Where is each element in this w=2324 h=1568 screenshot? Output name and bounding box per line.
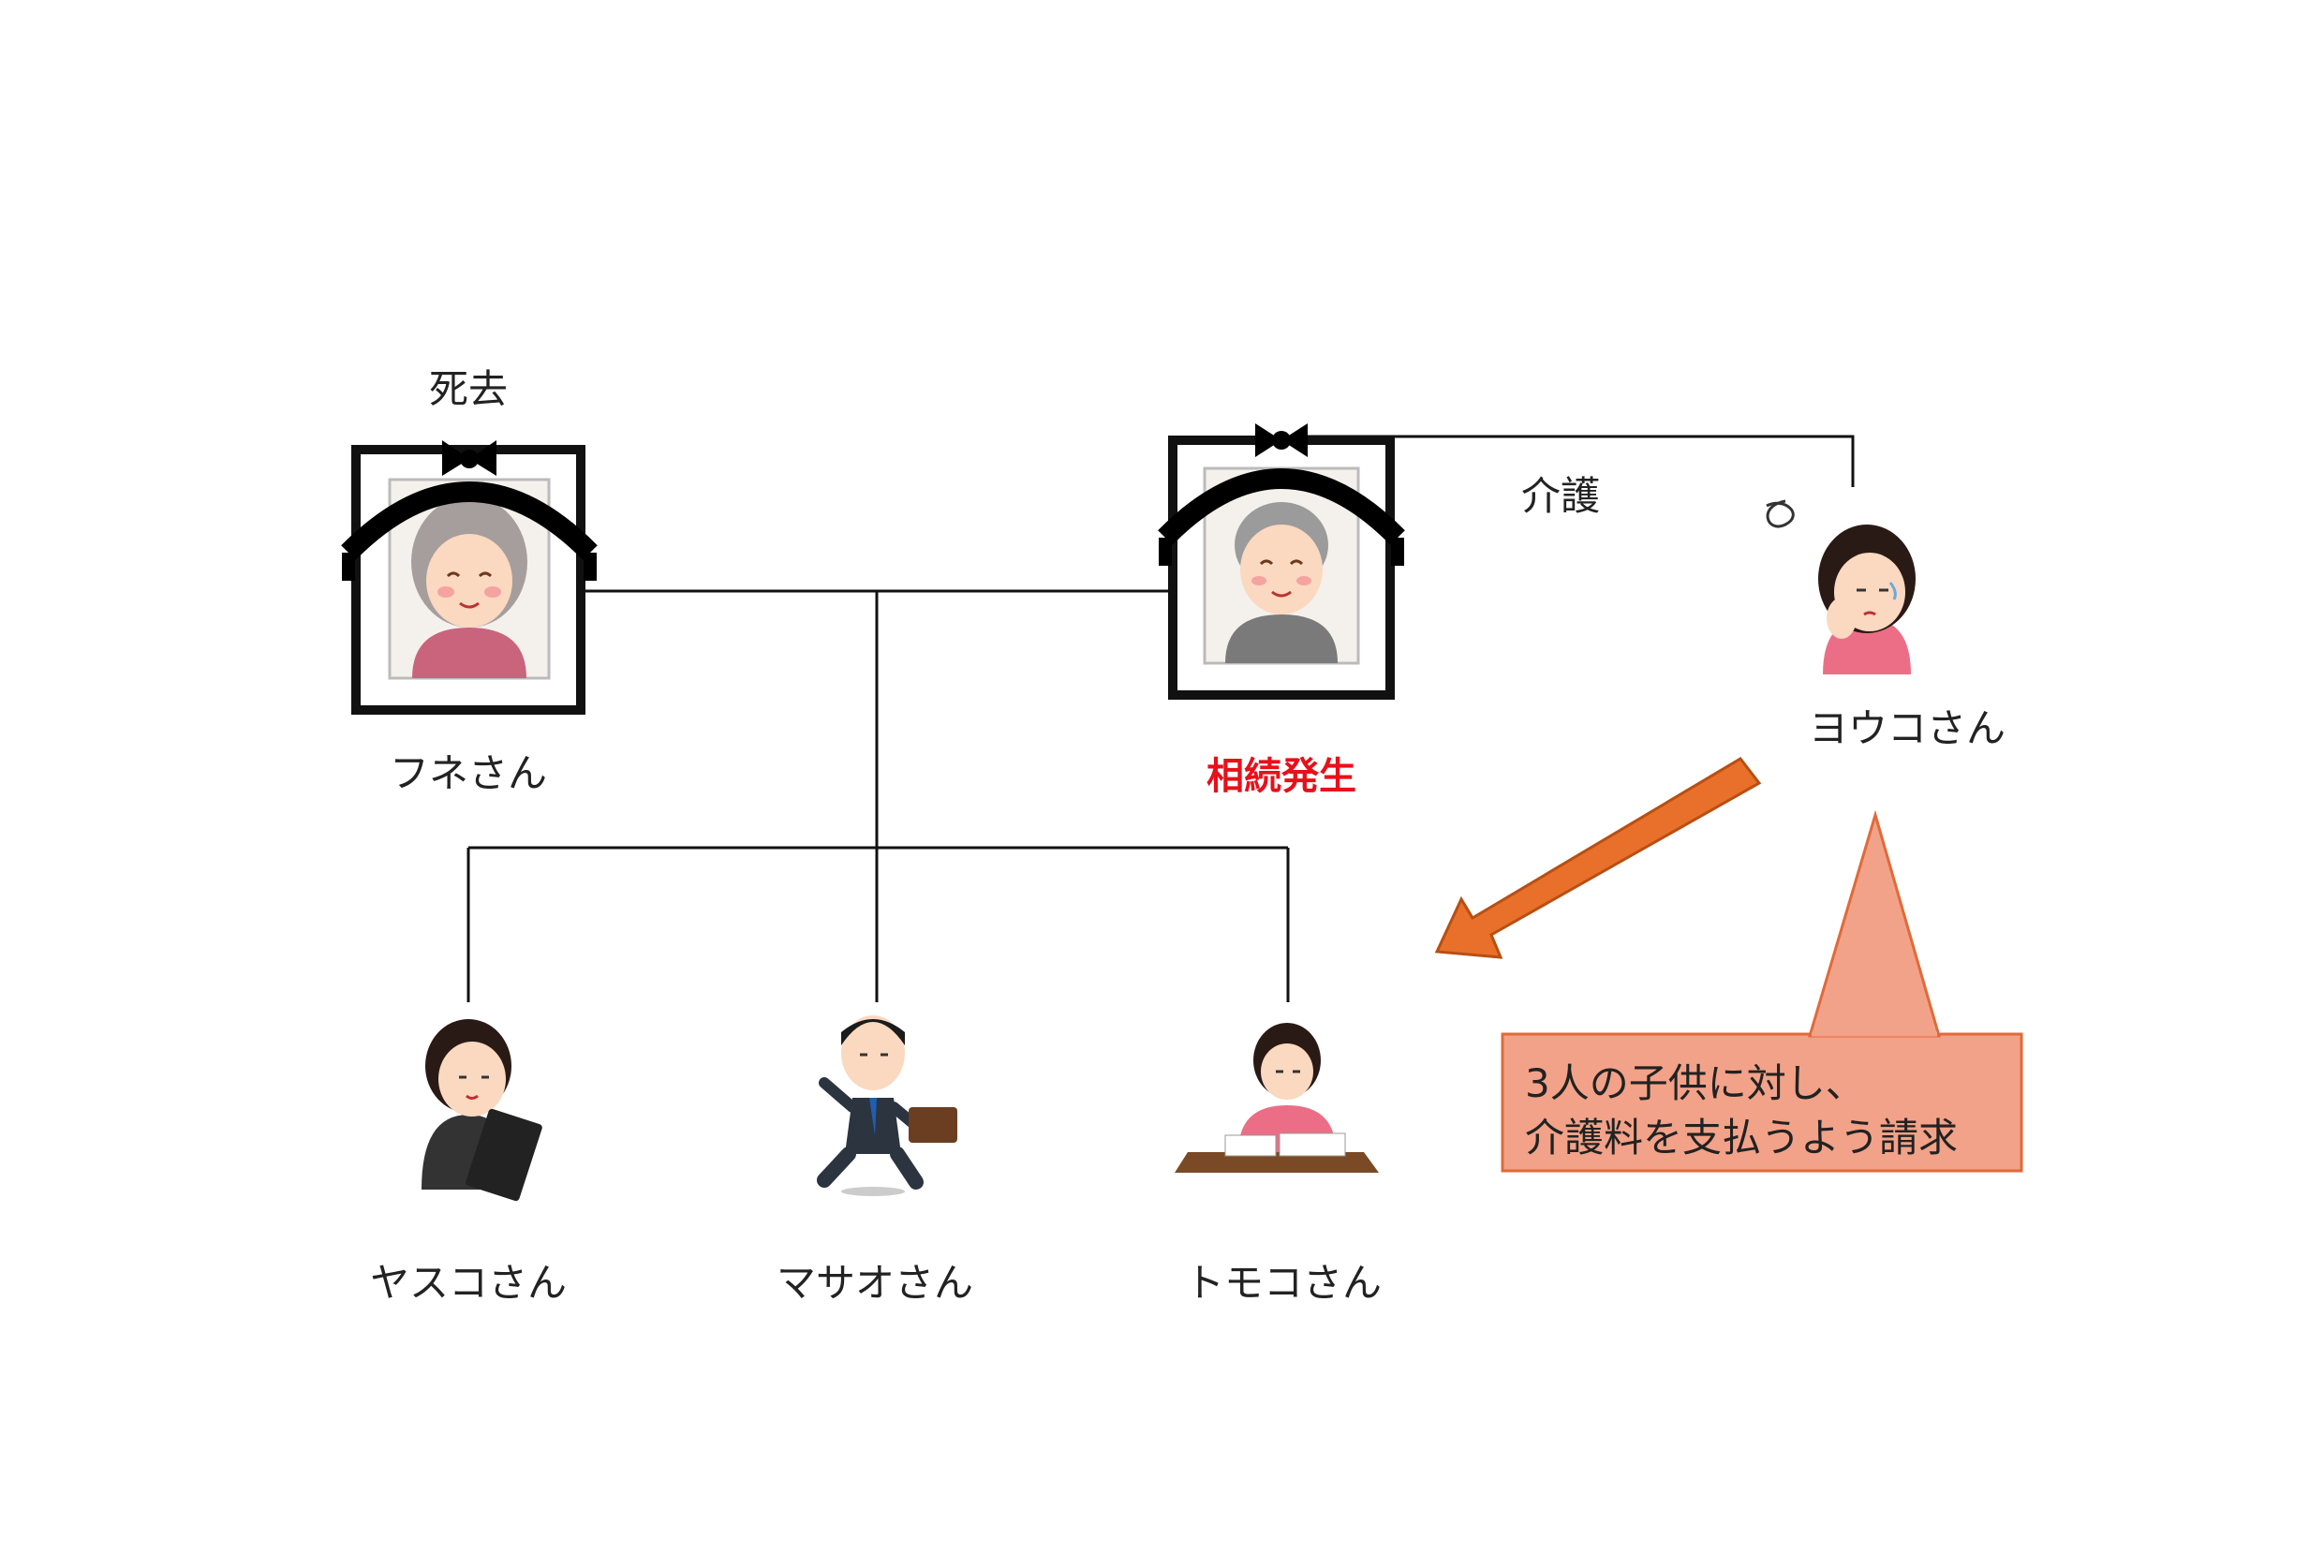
label-inheritance: 相続発生 bbox=[1206, 755, 1356, 798]
person-tomoko bbox=[1175, 1023, 1379, 1173]
person-yasuko bbox=[422, 1019, 542, 1202]
label-fune: フネさん bbox=[389, 750, 548, 796]
person-masao bbox=[817, 1015, 957, 1196]
person-youko bbox=[1766, 499, 1916, 674]
connector-lines bbox=[466, 435, 1855, 1002]
label-care: 介護 bbox=[1520, 473, 1601, 519]
label-youko: ヨウコさん bbox=[1808, 705, 2006, 751]
memorial-portrait-fune bbox=[341, 440, 598, 715]
claim-arrow bbox=[1434, 757, 1762, 959]
label-deceased: 死去 bbox=[428, 366, 509, 412]
label-yasuko: ヤスコさん bbox=[369, 1260, 568, 1306]
label-tomoko: トモコさん bbox=[1184, 1260, 1383, 1306]
label-masao: マサオさん bbox=[776, 1260, 974, 1306]
callout-text: 3人の子供に対し、 介護料を支払うよう請求 bbox=[1525, 1057, 1958, 1165]
callout-line-2: 介護料を支払うよう請求 bbox=[1525, 1115, 1959, 1161]
memorial-portrait-father bbox=[1158, 423, 1405, 700]
callout-line-1: 3人の子供に対し、 bbox=[1525, 1060, 1865, 1106]
speech-callout bbox=[1501, 809, 2023, 1173]
